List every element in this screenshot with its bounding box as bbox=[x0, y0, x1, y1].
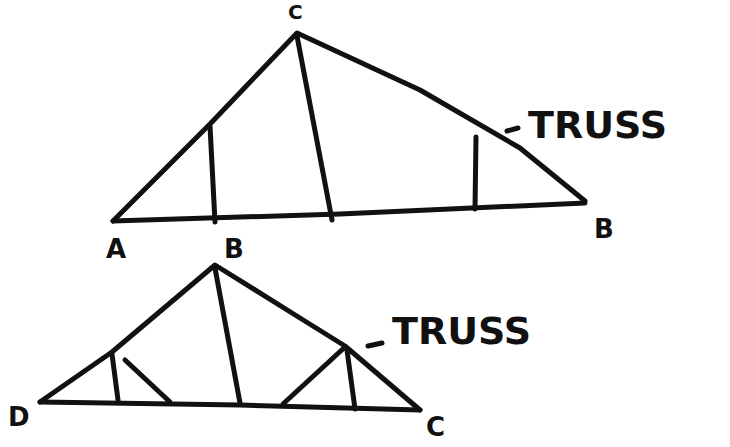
diagonal-member bbox=[125, 360, 170, 402]
king-post bbox=[297, 36, 332, 220]
leader-dash bbox=[368, 343, 382, 346]
king-post bbox=[215, 268, 240, 403]
vertical-member bbox=[475, 137, 476, 209]
top-chord bbox=[40, 265, 420, 410]
point-letter: D bbox=[8, 404, 30, 430]
bottom-chord bbox=[113, 203, 585, 221]
point-letter: B bbox=[594, 216, 614, 242]
vertical-member bbox=[347, 350, 355, 409]
part-name: TRUSS bbox=[392, 312, 531, 350]
bottom-chord bbox=[40, 402, 420, 410]
point-letter: A bbox=[106, 236, 126, 262]
diagonal-member bbox=[283, 347, 345, 404]
part-name: TRUSS bbox=[528, 106, 667, 144]
point-letter: C bbox=[426, 414, 445, 440]
vertical-member bbox=[112, 354, 118, 400]
point-letter: C bbox=[288, 2, 303, 22]
point-letter: B bbox=[224, 236, 244, 262]
vertical-member bbox=[210, 126, 215, 222]
leader-dash bbox=[507, 128, 518, 131]
top-chord bbox=[113, 33, 585, 221]
